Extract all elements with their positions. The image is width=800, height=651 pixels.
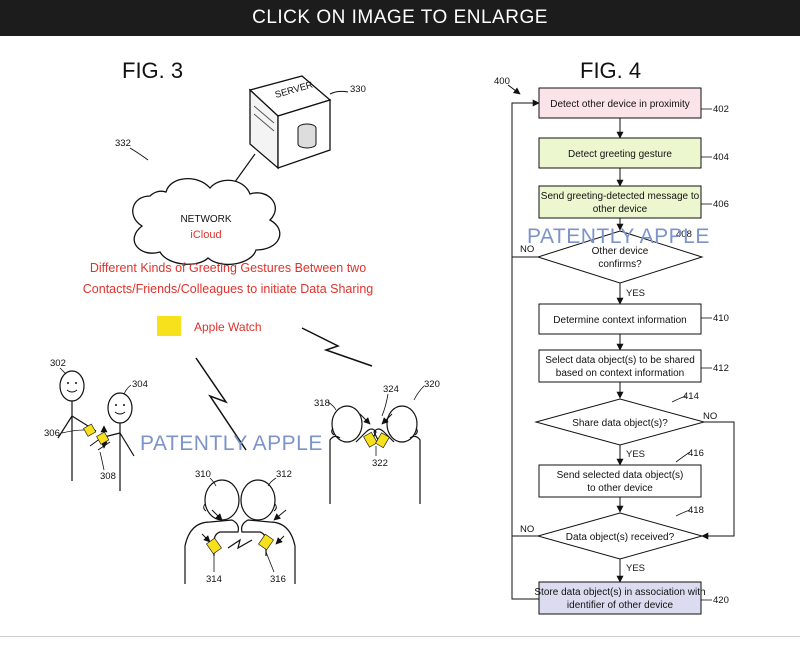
fig4-title: FIG. 4 [580,58,641,83]
ref-312: 312 [276,469,292,480]
decision-418-text: Data object(s) received? [566,532,675,543]
ref-416: 416 [688,448,704,459]
fig3-caption-line2: Contacts/Friends/Colleagues to initiate … [83,282,373,296]
apple-watch-marker [83,423,97,437]
ref-332: 332 [115,138,131,149]
step-416-text-line1: Send selected data object(s) [557,470,684,481]
ref-420: 420 [713,595,729,606]
network-sublabel: iCloud [190,229,221,241]
watermark-right: PATENTLY APPLE [527,225,710,248]
step-406-box [538,185,702,219]
fig3-caption-line1: Different Kinds of Greeting Gestures Bet… [90,261,366,275]
ref-304: 304 [132,379,148,390]
ref-324: 324 [383,384,399,395]
enlarge-banner[interactable]: CLICK ON IMAGE TO ENLARGE [0,0,800,36]
ref-316: 316 [270,574,286,585]
step-416-box [538,464,702,498]
fig4: FIG. 4 400 Detect other device in proxim… [494,58,735,615]
step-420-box [538,581,702,615]
fig3: FIG. 3 SERVER 330 NETWORK iCloud 332 Dif… [44,58,440,585]
stick-figures-handshake [57,370,135,491]
label-yes-408: YES [626,288,645,299]
watermark-left: PATENTLY APPLE [140,432,323,455]
label-yes-414: YES [626,449,645,460]
label-no-408: NO [520,244,534,255]
ref-414: 414 [683,391,699,402]
high-five-figures [329,405,421,504]
ref-308: 308 [100,471,116,482]
ref-404: 404 [713,152,729,163]
step-402-text: Detect other device in proximity [550,99,690,110]
loop-back-arrow [511,99,540,600]
step-404-box [538,137,702,169]
step-412-text-line2: based on context information [556,368,684,379]
step-402-box [538,87,702,119]
ref-410: 410 [713,313,729,324]
step-404-text: Detect greeting gesture [568,149,672,160]
step-410-text: Determine context information [553,315,686,326]
apple-watch-legend-label: Apple Watch [194,320,262,334]
server-icon [248,75,332,170]
ref-412: 412 [713,363,729,374]
ref-322: 322 [372,458,388,469]
ref-330: 330 [350,84,366,95]
bottom-divider [0,636,800,637]
step-420-text-line1: Store data object(s) in association with [534,587,705,598]
ref-408: 408 [676,229,692,240]
step-412-text-line1: Select data object(s) to be shared [545,355,695,366]
apple-watch-marker [96,431,110,445]
step-406-text-line1: Send greeting-detected message to [541,191,700,202]
ref-320: 320 [424,379,440,390]
fig3-title: FIG. 3 [122,58,183,83]
fist-bump-figures [184,479,296,584]
lightning-bolt-icon [195,357,247,451]
enlarge-banner-text: CLICK ON IMAGE TO ENLARGE [252,7,548,28]
step-406-text-line2: other device [593,204,648,215]
step-412-box [538,349,702,383]
apple-watch-legend-swatch [157,316,181,336]
ref-318: 318 [314,398,330,409]
step-416-text-line2: to other device [587,483,653,494]
step-420-text-line2: identifier of other device [567,600,674,611]
decision-414-text: Share data object(s)? [572,418,668,429]
ref-402: 402 [713,104,729,115]
label-no-414: NO [703,411,717,422]
ref-400: 400 [494,76,510,87]
ref-314: 314 [206,574,222,585]
ref-310: 310 [195,469,211,480]
ref-406: 406 [713,199,729,210]
ref-418: 418 [688,505,704,516]
ref-306: 306 [44,428,60,439]
figures-canvas: FIG. 3 SERVER 330 NETWORK iCloud 332 Dif… [44,58,735,615]
network-cloud [132,178,281,266]
network-label: NETWORK [180,214,231,225]
label-no-418: NO [520,524,534,535]
label-yes-418: YES [626,563,645,574]
ref-302: 302 [50,358,66,369]
apple-watch-marker [206,537,222,555]
apple-watch-marker [258,533,274,551]
apple-watch-marker [363,431,378,448]
patent-figures[interactable]: FIG. 3 SERVER 330 NETWORK iCloud 332 Dif… [0,36,800,646]
lightning-bolt-icon [301,327,373,367]
apple-watch-marker [375,432,390,449]
decision-408-line2: confirms? [598,259,642,270]
decision-408-line1: Other device [592,246,649,257]
